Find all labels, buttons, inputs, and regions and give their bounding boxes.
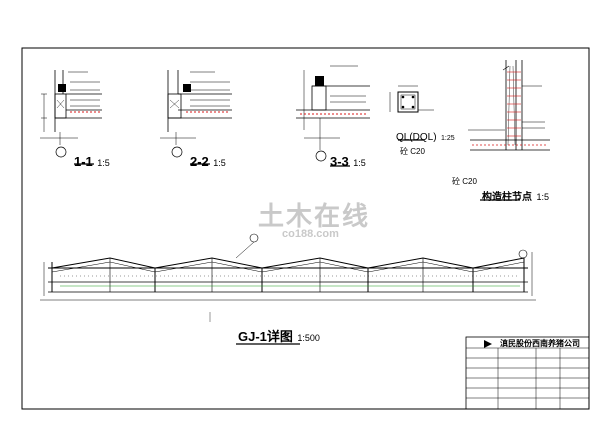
sheet-frame bbox=[21, 47, 590, 410]
gj-1-elevation bbox=[40, 233, 536, 345]
node-concrete-note: 砼 C20 bbox=[452, 177, 477, 186]
title-block-lines bbox=[465, 336, 590, 410]
section-3-3-detail bbox=[296, 65, 370, 167]
column-node-title: 构造柱节点 1:5 bbox=[482, 192, 549, 203]
ql-section-detail bbox=[389, 85, 434, 141]
column-node-detail bbox=[468, 60, 550, 201]
section-2-2-title: 2-2 1:5 bbox=[190, 154, 226, 169]
section-1-1-title: 1-1 1:5 bbox=[74, 154, 110, 169]
watermark-logo: 土木在线 bbox=[258, 201, 371, 231]
watermark-url: co188.com bbox=[282, 228, 339, 240]
section-3-3-title: 3-3 1:5 bbox=[330, 154, 366, 169]
ql-section-title: QL(DQL) 1:25 bbox=[396, 132, 455, 143]
elevation-title: GJ-1详图 1:500 bbox=[238, 329, 320, 344]
section-2-2-detail bbox=[160, 70, 232, 165]
ql-concrete-note: 砼 C20 bbox=[400, 147, 425, 156]
company-name: 滇民股份西南养猪公司 bbox=[500, 339, 580, 348]
company-logo-icon bbox=[484, 340, 492, 348]
section-1-1-detail bbox=[40, 70, 102, 165]
